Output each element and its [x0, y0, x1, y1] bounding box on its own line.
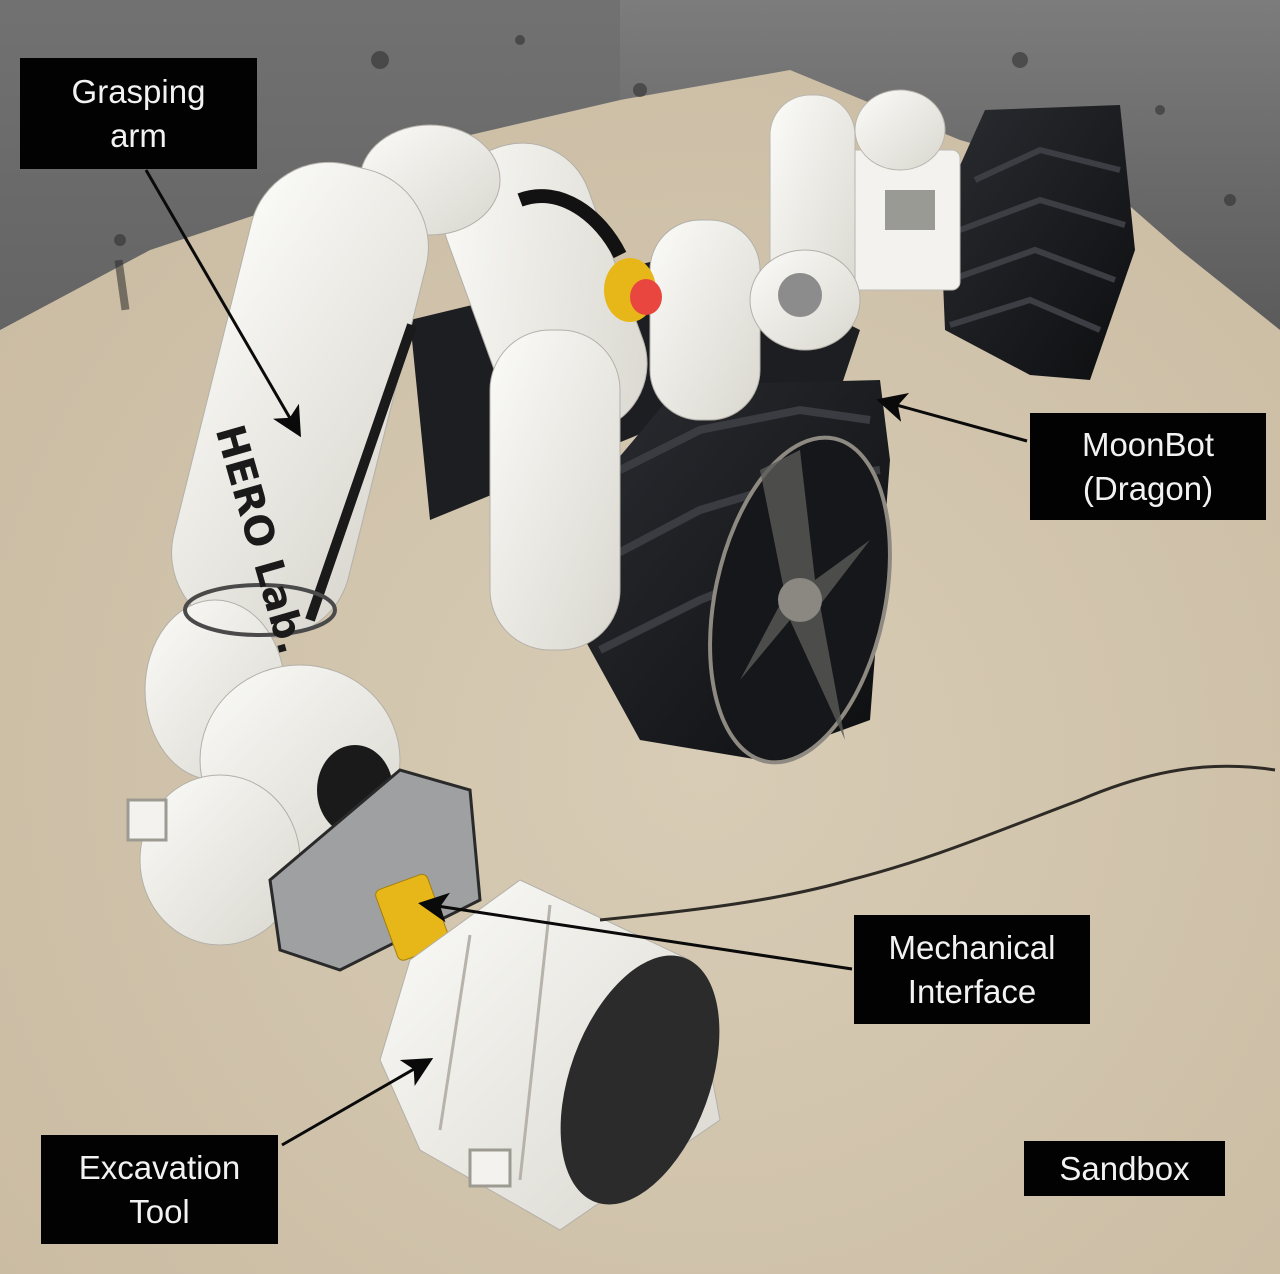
label-grasping-arm-line2: arm — [110, 116, 167, 154]
label-mechanical-interface-line1: Mechanical — [888, 928, 1056, 966]
label-excavation-tool-line2: Tool — [129, 1192, 190, 1230]
label-grasping-arm-line1: Grasping — [71, 72, 206, 110]
label-sandbox: Sandbox — [1024, 1141, 1225, 1196]
excavation-tool — [379, 879, 721, 1231]
front-wheel — [585, 380, 892, 765]
label-moonbot: MoonBot (Dragon) — [1030, 413, 1266, 520]
label-excavation-tool: Excavation Tool — [41, 1135, 278, 1244]
rear-wheel — [940, 105, 1135, 380]
grasping-arm-body — [126, 124, 861, 946]
label-mechanical-interface-line2: Interface — [907, 972, 1037, 1010]
label-moonbot-line2: (Dragon) — [1082, 469, 1214, 507]
grasping-arm-arrow — [144, 169, 302, 438]
label-mechanical-interface: Mechanical Interface — [854, 915, 1090, 1024]
rear-arm — [769, 89, 961, 326]
label-moonbot-line1: MoonBot — [1081, 425, 1215, 463]
label-grasping-arm: Grasping arm — [20, 58, 257, 169]
label-excavation-tool-line1: Excavation — [78, 1148, 241, 1186]
moonbot-arrow — [876, 392, 1028, 443]
label-sandbox-line1: Sandbox — [1059, 1149, 1190, 1187]
mechanical-interface-arrow — [418, 892, 853, 971]
excavation-tool-arrow — [281, 1058, 434, 1147]
tool-cable — [599, 764, 1276, 922]
